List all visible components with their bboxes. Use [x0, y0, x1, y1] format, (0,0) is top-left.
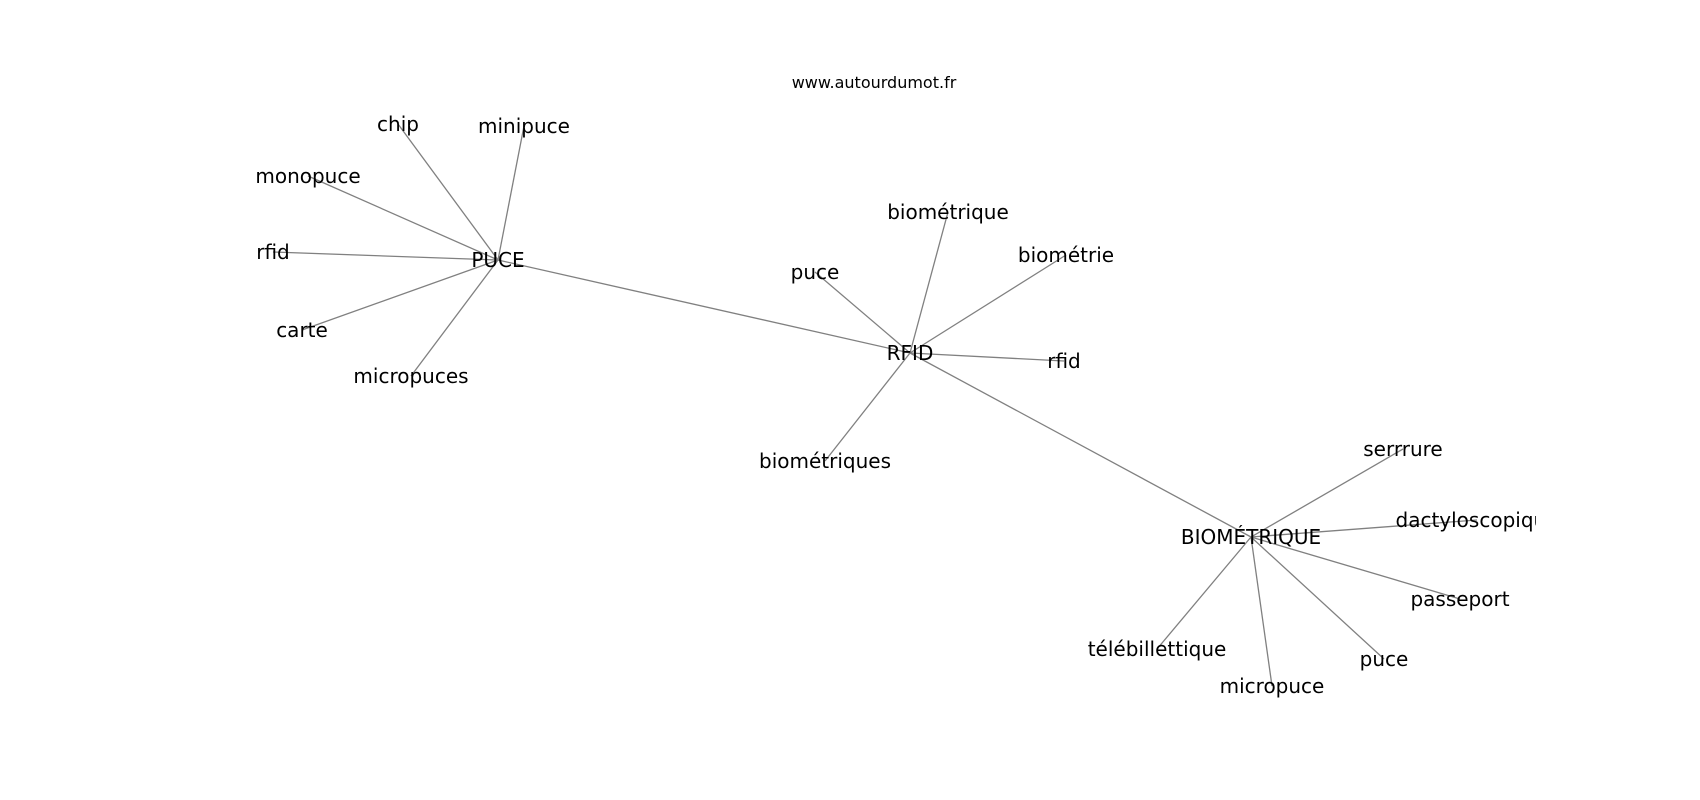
term-node-bio_hub-5: télébillettique — [1088, 637, 1227, 661]
edge-rfid_hub-term-3 — [909, 352, 1065, 362]
term-node-puce_hub-1: minipuce — [478, 114, 570, 138]
term-node-puce_hub-3: rfid — [256, 240, 290, 264]
term-node-puce_hub-0: chip — [377, 112, 419, 136]
edge-bio_hub-term-5 — [1156, 536, 1252, 650]
edge-bio_hub-term-0 — [1250, 448, 1404, 538]
edge-bio_hub-term-3 — [1250, 536, 1385, 660]
edge-puce_hub-term-5 — [410, 259, 499, 377]
edge-bio_hub-term-4 — [1250, 536, 1273, 687]
edge-puce_hub-rfid_hub — [497, 259, 911, 354]
graph-edges — [272, 123, 1478, 687]
edge-rfid_hub-bio_hub — [909, 352, 1252, 538]
term-node-rfid_hub-3: rfid — [1047, 349, 1081, 373]
edge-bio_hub-term-2 — [1250, 536, 1461, 600]
edge-bio_hub-term-1 — [1250, 519, 1478, 538]
term-node-bio_hub-3: puce — [1360, 647, 1409, 671]
hub-node-puce_hub: PUCE — [471, 248, 524, 272]
term-node-rfid_hub-2: biométrie — [1018, 243, 1114, 267]
term-node-bio_hub-1: dactyloscopique — [1396, 508, 1559, 532]
edge-rfid_hub-term-0 — [909, 211, 949, 354]
term-node-puce_hub-5: micropuces — [353, 364, 468, 388]
term-node-puce_hub-2: monopuce — [255, 164, 360, 188]
term-node-rfid_hub-1: puce — [791, 260, 840, 284]
hub-node-bio_hub: BIOMÉTRIQUE — [1181, 525, 1321, 549]
edge-puce_hub-term-0 — [397, 123, 499, 261]
term-node-bio_hub-0: serrrure — [1363, 437, 1442, 461]
term-node-bio_hub-4: micropuce — [1220, 674, 1325, 698]
edge-puce_hub-term-3 — [272, 251, 499, 261]
edge-rfid_hub-term-2 — [909, 254, 1067, 354]
edge-puce_hub-term-2 — [307, 175, 499, 261]
hub-node-rfid_hub: RFID — [887, 341, 934, 365]
edge-rfid_hub-term-1 — [814, 271, 911, 354]
term-node-bio_hub-2: passeport — [1410, 587, 1509, 611]
edge-puce_hub-term-1 — [497, 125, 525, 261]
term-node-puce_hub-4: carte — [276, 318, 328, 342]
edge-rfid_hub-term-4 — [824, 352, 911, 462]
term-node-rfid_hub-0: biométrique — [887, 200, 1009, 224]
term-node-rfid_hub-4: biométriques — [759, 449, 891, 473]
graph-labels: PUCE chip minipuce monopuce rfid carte micropu… — [255, 112, 1559, 698]
watermark-text: www.autourdumot.fr — [792, 73, 957, 92]
edge-puce_hub-term-4 — [301, 259, 499, 331]
